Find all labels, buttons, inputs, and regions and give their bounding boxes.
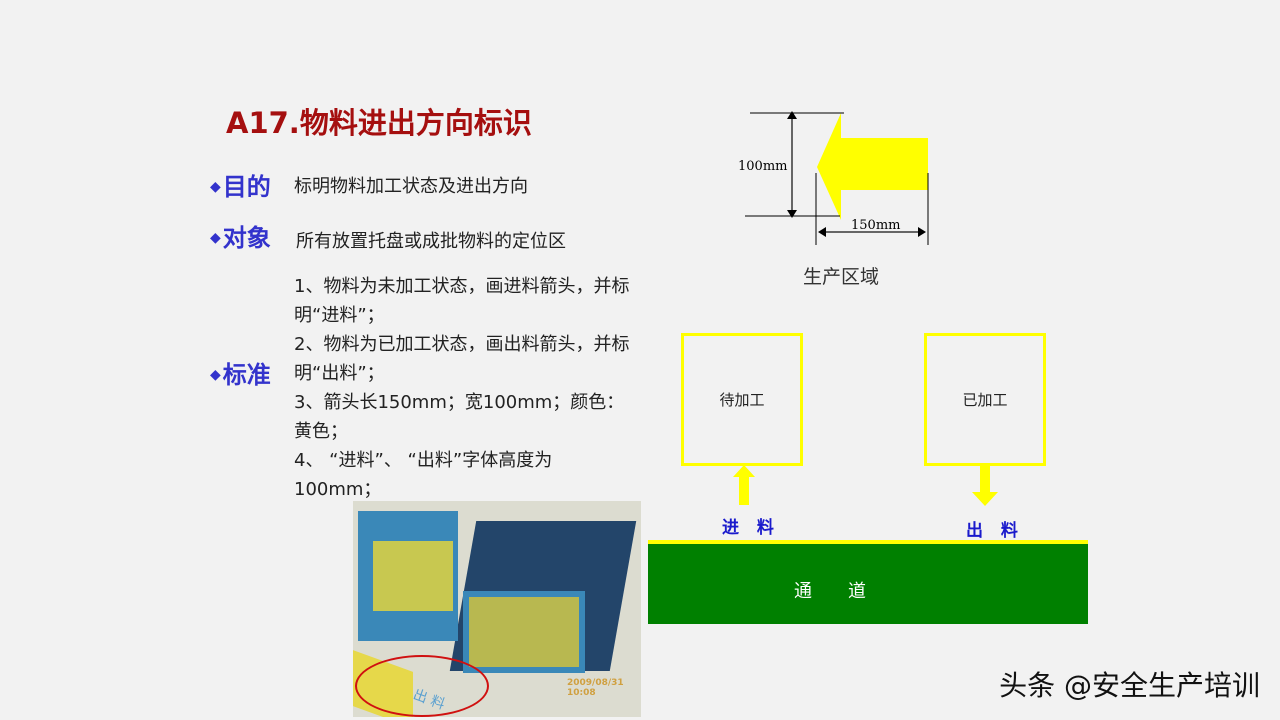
watermark: 头条 @安全生产培训 [999,669,1260,702]
outbound-arrow-icon [972,466,998,506]
length-dimension-label: 150mm [851,218,901,233]
photo-timestamp: 2009/08/31 10:08 [567,678,624,698]
inbound-arrow-icon [733,465,755,505]
standard-item: 3、箭头长150mm；宽100mm；颜色：黄色； [294,392,625,442]
slide-title: A17.物料进出方向标识 [226,106,532,140]
object-label-text: 对象 [222,224,271,252]
diamond-bullet-icon: ◆ [210,230,221,246]
outbound-label: 出 料 [966,521,1024,541]
standard-label: ◆标准 [210,355,271,390]
processed-zone-box: 已加工 [924,333,1046,466]
pending-zone-box: 待加工 [681,333,803,466]
aisle: 通 道 [648,540,1088,624]
object-text: 所有放置托盘或成批物料的定位区 [296,231,566,252]
pallet-photo: 出 料 2009/08/31 10:08 [353,501,641,717]
standard-list: 1、物料为未加工状态，画进料箭头，并标明“进料”； 2、物料为已加工状态，画出料… [294,272,634,504]
height-dimension-label: 100mm [738,159,788,174]
diamond-bullet-icon: ◆ [210,367,221,383]
object-label: ◆对象 [210,218,271,253]
diamond-bullet-icon: ◆ [210,179,221,195]
pending-zone-label: 待加工 [719,391,765,409]
inbound-label: 进 料 [722,518,780,538]
standard-item: 1、物料为未加工状态，画进料箭头，并标明“进料”； [294,276,630,326]
highlight-circle [355,655,489,717]
standard-item: 2、物料为已加工状态，画出料箭头，并标明“出料”； [294,334,630,384]
processed-zone-label: 已加工 [962,391,1008,409]
arrow-dimension-diagram [745,111,929,245]
purpose-text: 标明物料加工状态及进出方向 [294,176,528,197]
purpose-label: ◆目的 [210,167,271,202]
purpose-label-text: 目的 [222,173,271,201]
production-area-label: 生产区域 [803,266,880,288]
yellow-arrow [817,113,928,220]
standard-item: 4、 “进料”、 “出料”字体高度为100mm； [294,450,553,500]
aisle-label: 通 道 [794,581,866,602]
standard-label-text: 标准 [222,361,271,389]
